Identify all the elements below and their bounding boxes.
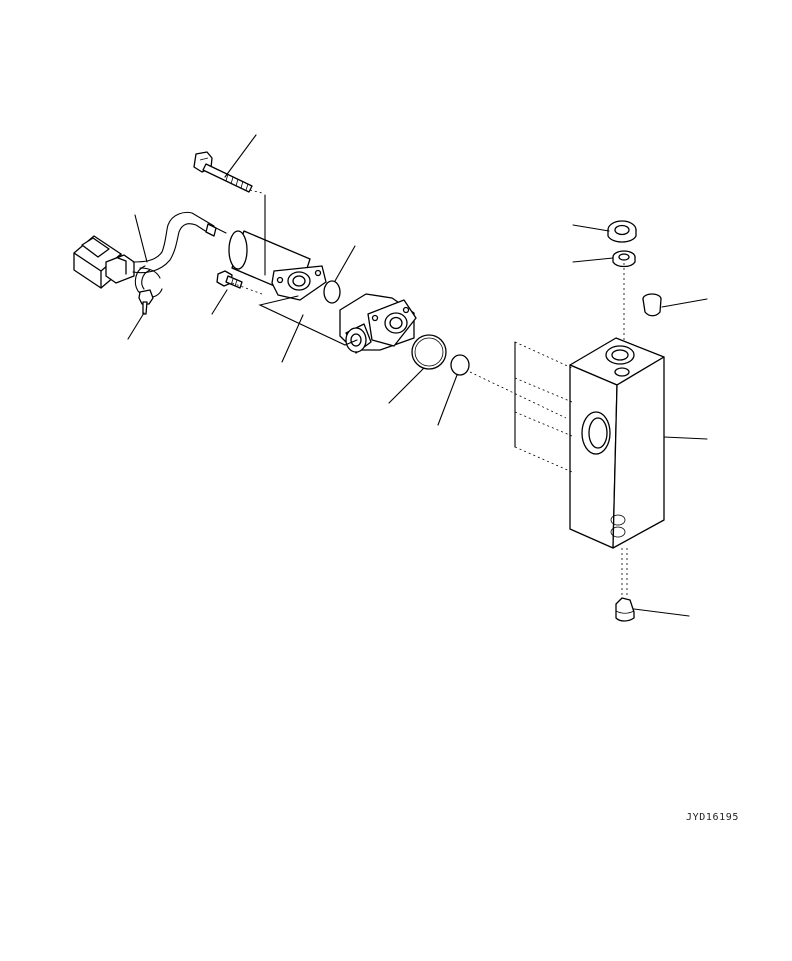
wire-harness: [132, 211, 227, 279]
connector: [73, 235, 135, 289]
solenoid-valve: [339, 293, 417, 354]
side-plug: [642, 293, 662, 317]
o-ring-small: [450, 354, 470, 376]
large-o-ring: [411, 334, 447, 370]
clamp: [134, 265, 163, 315]
small-o-ring: [323, 280, 341, 304]
valve-block: [569, 337, 665, 549]
leader-lines: [127, 134, 708, 617]
mounting-bolt: [193, 151, 253, 193]
washer-plug: [612, 250, 636, 268]
assembly-lines: [231, 189, 628, 598]
drawing-code: JYD16195: [686, 812, 739, 823]
bottom-plug: [615, 597, 635, 622]
solenoid-coil: [228, 230, 327, 301]
plug-with-o-ring: [607, 220, 637, 243]
